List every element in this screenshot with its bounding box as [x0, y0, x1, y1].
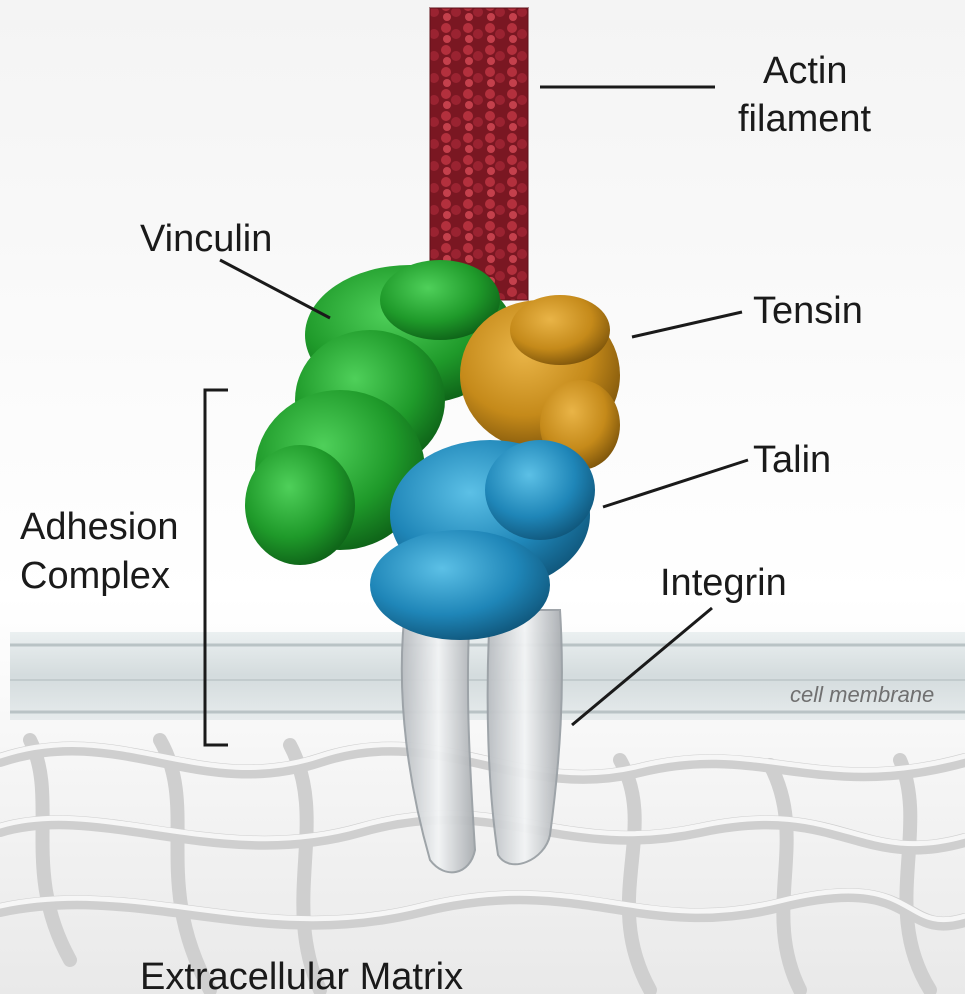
cell-membrane-label: cell membrane: [790, 682, 960, 708]
adhesion-label-line2: Complex: [20, 553, 170, 599]
ecm-label: Extracellular Matrix: [140, 954, 463, 994]
adhesion-label-line1: Adhesion: [20, 504, 178, 550]
actin-label-line2: filament: [738, 96, 871, 142]
integrin-label: Integrin: [660, 560, 787, 606]
tensin-label: Tensin: [753, 288, 863, 334]
talin-label: Talin: [753, 437, 831, 483]
vinculin-label: Vinculin: [140, 216, 272, 262]
actin-label-line1: Actin: [763, 48, 847, 94]
actin-filament: [430, 8, 528, 300]
